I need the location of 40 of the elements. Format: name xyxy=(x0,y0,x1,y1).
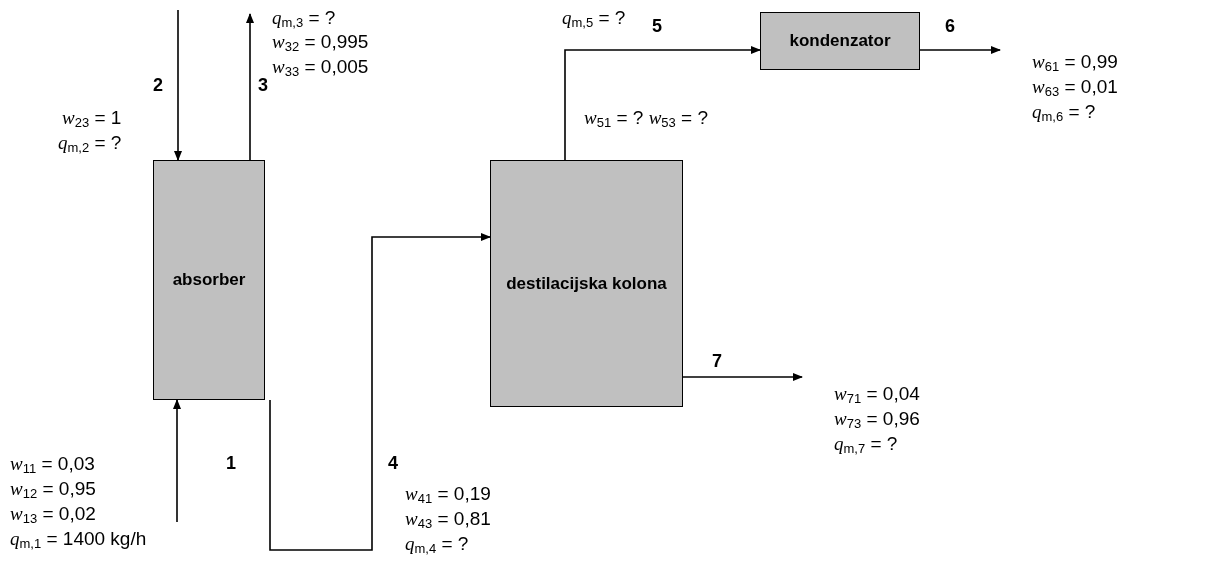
flow-arrow xyxy=(919,46,1001,54)
stream-variable: q$_{m,7}$ = ? xyxy=(834,434,898,453)
stream-variable: w$_{51}$ = ? w$_{53}$ = ? xyxy=(584,108,709,127)
stream-number: 2 xyxy=(153,76,163,94)
stream-variable: q$_{m,3}$ = ? xyxy=(272,8,336,27)
process-box xyxy=(760,12,920,70)
unit-name: destilacijska kolona xyxy=(505,272,668,295)
stream-number: 7 xyxy=(712,352,722,370)
flow-arrow xyxy=(173,399,181,523)
stream-number: 6 xyxy=(945,17,955,35)
stream-variable: w$_{73}$ = 0,96 xyxy=(834,409,920,428)
stream-variable: q$_{m,5}$ = ? xyxy=(562,8,626,27)
stream-variable: w$_{11}$ = 0,03 xyxy=(10,454,95,473)
stream-number: 4 xyxy=(388,454,398,472)
stream-variable: w$_{13}$ = 0,02 xyxy=(10,504,96,523)
flow-arrow xyxy=(269,233,491,551)
flow-arrow xyxy=(682,373,803,381)
stream-variable: w$_{33}$ = 0,005 xyxy=(272,57,369,76)
flow-arrow xyxy=(174,9,182,161)
stream-variable: q$_{m,2}$ = ? xyxy=(58,133,122,152)
stream-variable: w$_{12}$ = 0,95 xyxy=(10,479,96,498)
flow-arrow xyxy=(246,13,254,161)
stream-variable: w$_{41}$ = 0,19 xyxy=(405,484,491,503)
process-box xyxy=(490,160,683,407)
stream-variable: w$_{32}$ = 0,995 xyxy=(272,32,369,51)
stream-variable: w$_{63}$ = 0,01 xyxy=(1032,77,1118,96)
stream-variable: q$_{m,6}$ = ? xyxy=(1032,102,1096,121)
stream-variable: q$_{m,1}$ = 1400 kg/h xyxy=(10,529,147,548)
stream-variable: w$_{23}$ = 1 xyxy=(62,108,122,127)
stream-number: 1 xyxy=(226,454,236,472)
stream-number: 5 xyxy=(652,17,662,35)
stream-number: 3 xyxy=(258,76,268,94)
stream-variable: w$_{71}$ = 0,04 xyxy=(834,384,920,403)
stream-variable: w$_{43}$ = 0,81 xyxy=(405,509,491,528)
process-box xyxy=(153,160,265,400)
unit-name: absorber xyxy=(171,269,247,291)
unit-name: kondenzator xyxy=(788,30,892,52)
flow-arrow xyxy=(564,46,761,161)
stream-variable: q$_{m,4}$ = ? xyxy=(405,534,469,553)
stream-variable: w$_{61}$ = 0,99 xyxy=(1032,52,1118,71)
